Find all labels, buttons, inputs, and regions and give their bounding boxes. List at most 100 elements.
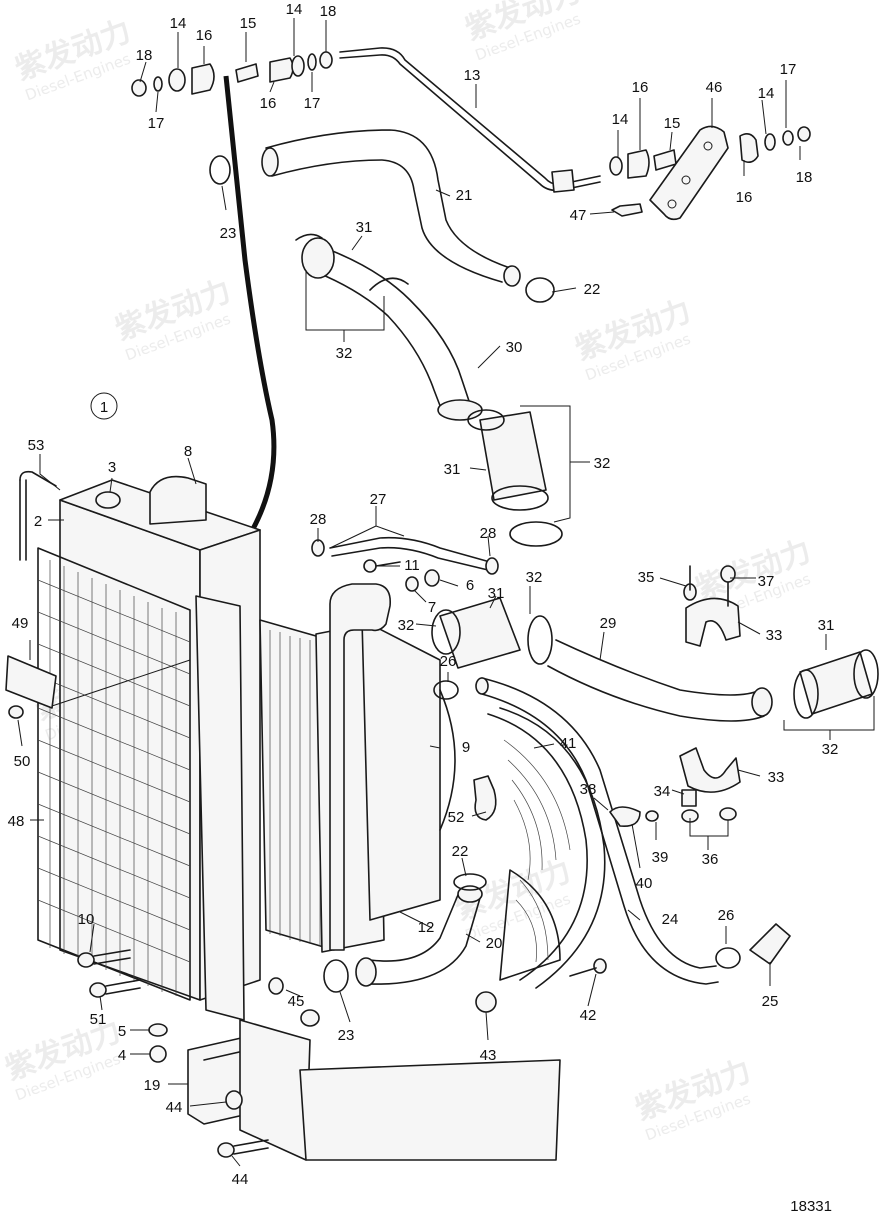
hose-29 — [547, 639, 773, 722]
callout-23: 23 — [220, 225, 237, 242]
callout-28: 28 — [310, 511, 327, 528]
callout-53: 53 — [28, 437, 45, 454]
callout-41: 41 — [560, 735, 577, 752]
callout-31: 31 — [818, 617, 835, 634]
callout-43: 43 — [480, 1047, 497, 1064]
watermark: 紫发动力 Diesel-Engines — [631, 1054, 756, 1145]
hose-20 — [323, 873, 487, 993]
figure-reference-number: 18331 — [790, 1198, 832, 1215]
hose-clamps-top — [209, 155, 555, 303]
callout-15: 15 — [240, 15, 257, 32]
callout-14: 14 — [758, 85, 775, 102]
callout-3: 3 — [108, 459, 116, 476]
callout-52: 52 — [448, 809, 465, 826]
callout-24: 24 — [662, 911, 679, 928]
callout-15: 15 — [664, 115, 681, 132]
callout-36: 36 — [702, 851, 719, 868]
radiator-assembly — [5, 470, 561, 1161]
callout-27: 27 — [370, 491, 387, 508]
callout-50: 50 — [14, 753, 31, 770]
callout-31: 31 — [356, 219, 373, 236]
callout-29: 29 — [600, 615, 617, 632]
callout-28: 28 — [480, 525, 497, 542]
mount-hardware-left — [131, 63, 259, 97]
callout-21: 21 — [456, 187, 473, 204]
callout-16: 16 — [736, 189, 753, 206]
callout-34: 34 — [654, 783, 671, 800]
callout-25: 25 — [762, 993, 779, 1010]
bracket-46 — [649, 125, 729, 221]
callout-5: 5 — [118, 1023, 126, 1040]
callout-32: 32 — [398, 617, 415, 634]
callout-22: 22 — [584, 281, 601, 298]
callout-32: 32 — [594, 455, 611, 472]
callout-17: 17 — [304, 95, 321, 112]
watermark: 紫发动力 Diesel-Engines — [11, 14, 136, 105]
callout-labels: 14 16 18 17 15 14 18 16 17 13 16 46 17 1… — [8, 1, 839, 1188]
callout-42: 42 — [580, 1007, 597, 1024]
callout-49: 49 — [12, 615, 29, 632]
callout-48: 48 — [8, 813, 25, 830]
sleeve-31-middle — [431, 597, 553, 669]
callout-16: 16 — [632, 79, 649, 96]
watermark: 紫发动力 Diesel-Engines — [461, 0, 586, 64]
callout-14: 14 — [170, 15, 187, 32]
callout-19: 19 — [144, 1077, 161, 1094]
callout-35: 35 — [638, 569, 655, 586]
callout-31: 31 — [444, 461, 461, 478]
callout-40: 40 — [636, 875, 653, 892]
clamp-brackets-33 — [475, 565, 741, 1013]
fasteners-lower — [8, 705, 320, 1158]
mount-hardware-right — [551, 125, 811, 221]
mount-hardware-top — [269, 51, 333, 83]
callout-30: 30 — [506, 339, 523, 356]
callout-37: 37 — [758, 573, 775, 590]
callout-46: 46 — [706, 79, 723, 96]
callout-38: 38 — [580, 781, 597, 798]
callout-31: 31 — [488, 585, 505, 602]
watermark: 紫发动力 Diesel-Engines — [111, 274, 236, 365]
callout-14: 14 — [612, 111, 629, 128]
callout-11: 11 — [404, 557, 420, 574]
overflow-hose — [223, 75, 277, 552]
callout-12: 12 — [418, 919, 435, 936]
callout-33: 33 — [766, 627, 783, 644]
callout-14: 14 — [286, 1, 303, 18]
callout-18: 18 — [136, 47, 153, 64]
callout-22: 22 — [452, 843, 469, 860]
callout-9: 9 — [462, 739, 470, 756]
callout-18: 18 — [320, 3, 337, 20]
callout-17: 17 — [148, 115, 165, 132]
callout-10: 10 — [78, 911, 95, 928]
callout-44: 44 — [232, 1171, 249, 1188]
callout-45: 45 — [288, 993, 305, 1010]
callout-20: 20 — [486, 935, 503, 952]
callout-39: 39 — [652, 849, 669, 866]
watermark: 紫发动力 Diesel-Engines — [571, 294, 696, 385]
callout-6: 6 — [466, 577, 474, 594]
callout-32: 32 — [822, 741, 839, 758]
callout-16: 16 — [196, 27, 213, 44]
callout-23: 23 — [338, 1027, 355, 1044]
callout-44: 44 — [166, 1099, 183, 1116]
leader-lines — [17, 18, 875, 1167]
callout-4: 4 — [118, 1047, 126, 1064]
callout-8: 8 — [184, 443, 192, 460]
sleeve-31-upper — [467, 409, 563, 547]
callout-18: 18 — [796, 169, 813, 186]
outlet-pipe-7 — [329, 583, 392, 951]
callout-17: 17 — [780, 61, 797, 78]
callout-32: 32 — [336, 345, 353, 362]
callout-7: 7 — [428, 599, 436, 616]
radiator-grille — [37, 547, 191, 1001]
hose-21 — [261, 129, 521, 287]
sleeve-31-right — [793, 649, 879, 719]
callout-2: 2 — [34, 513, 42, 530]
callout-13: 13 — [464, 67, 481, 84]
fan-guard-41 — [473, 707, 606, 989]
callout-47: 47 — [570, 207, 587, 224]
callout-32: 32 — [526, 569, 543, 586]
callout-26: 26 — [718, 907, 735, 924]
callout-51: 51 — [90, 1011, 107, 1028]
hose-24 — [433, 677, 791, 985]
